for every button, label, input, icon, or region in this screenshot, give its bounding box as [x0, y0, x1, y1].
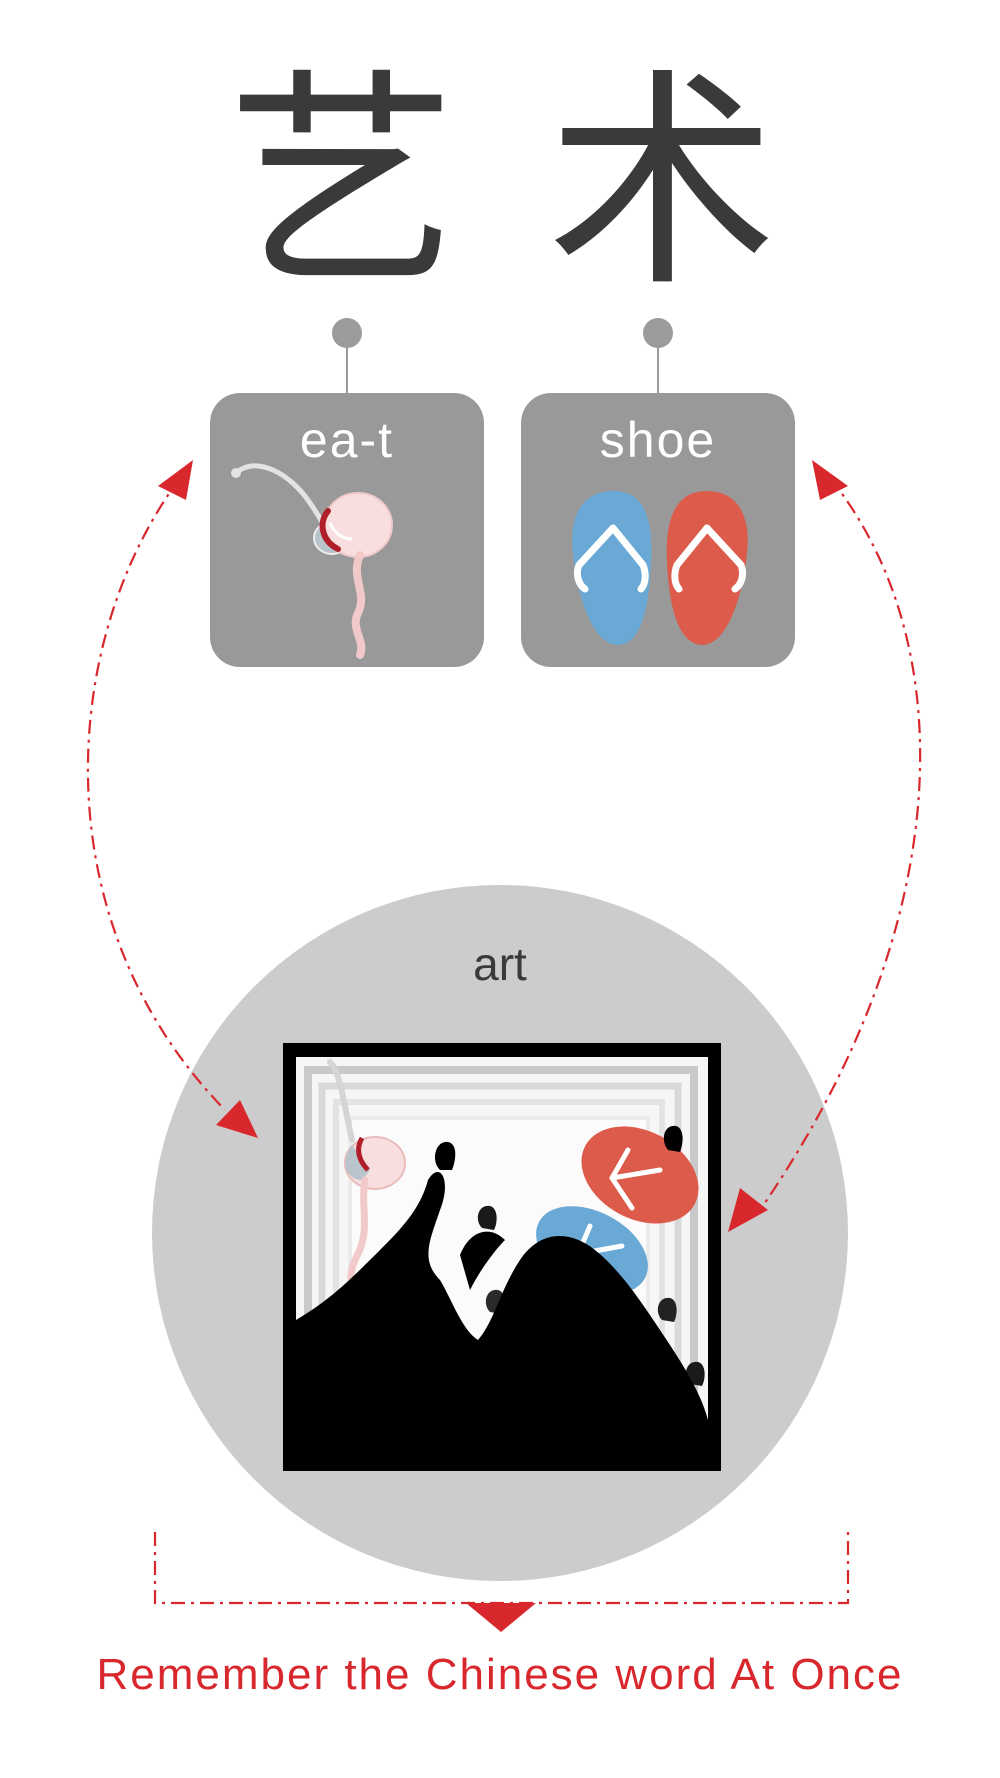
- component-label-eat: ea-t: [299, 412, 395, 468]
- component-card-shoe: shoe: [521, 393, 795, 667]
- component-card-eat: ea-t: [210, 393, 484, 667]
- ladle-and-mouth-icon: [231, 463, 393, 659]
- connector-2: [643, 318, 673, 393]
- component-label-shoe: shoe: [599, 412, 717, 468]
- left-arrow-arc: [86, 460, 258, 1138]
- combined-word-label: art: [473, 938, 527, 990]
- bottom-bracket: [153, 1532, 850, 1632]
- flip-flops-icon: [572, 491, 748, 645]
- art-painting-icon: [283, 1043, 721, 1471]
- chinese-character-shu: 术: [546, 51, 777, 318]
- chinese-character-yi: 艺: [226, 51, 457, 318]
- right-arrow-arc: [728, 460, 922, 1232]
- connector-1: [332, 318, 362, 393]
- tagline: Remember the Chinese word At Once: [96, 1650, 904, 1699]
